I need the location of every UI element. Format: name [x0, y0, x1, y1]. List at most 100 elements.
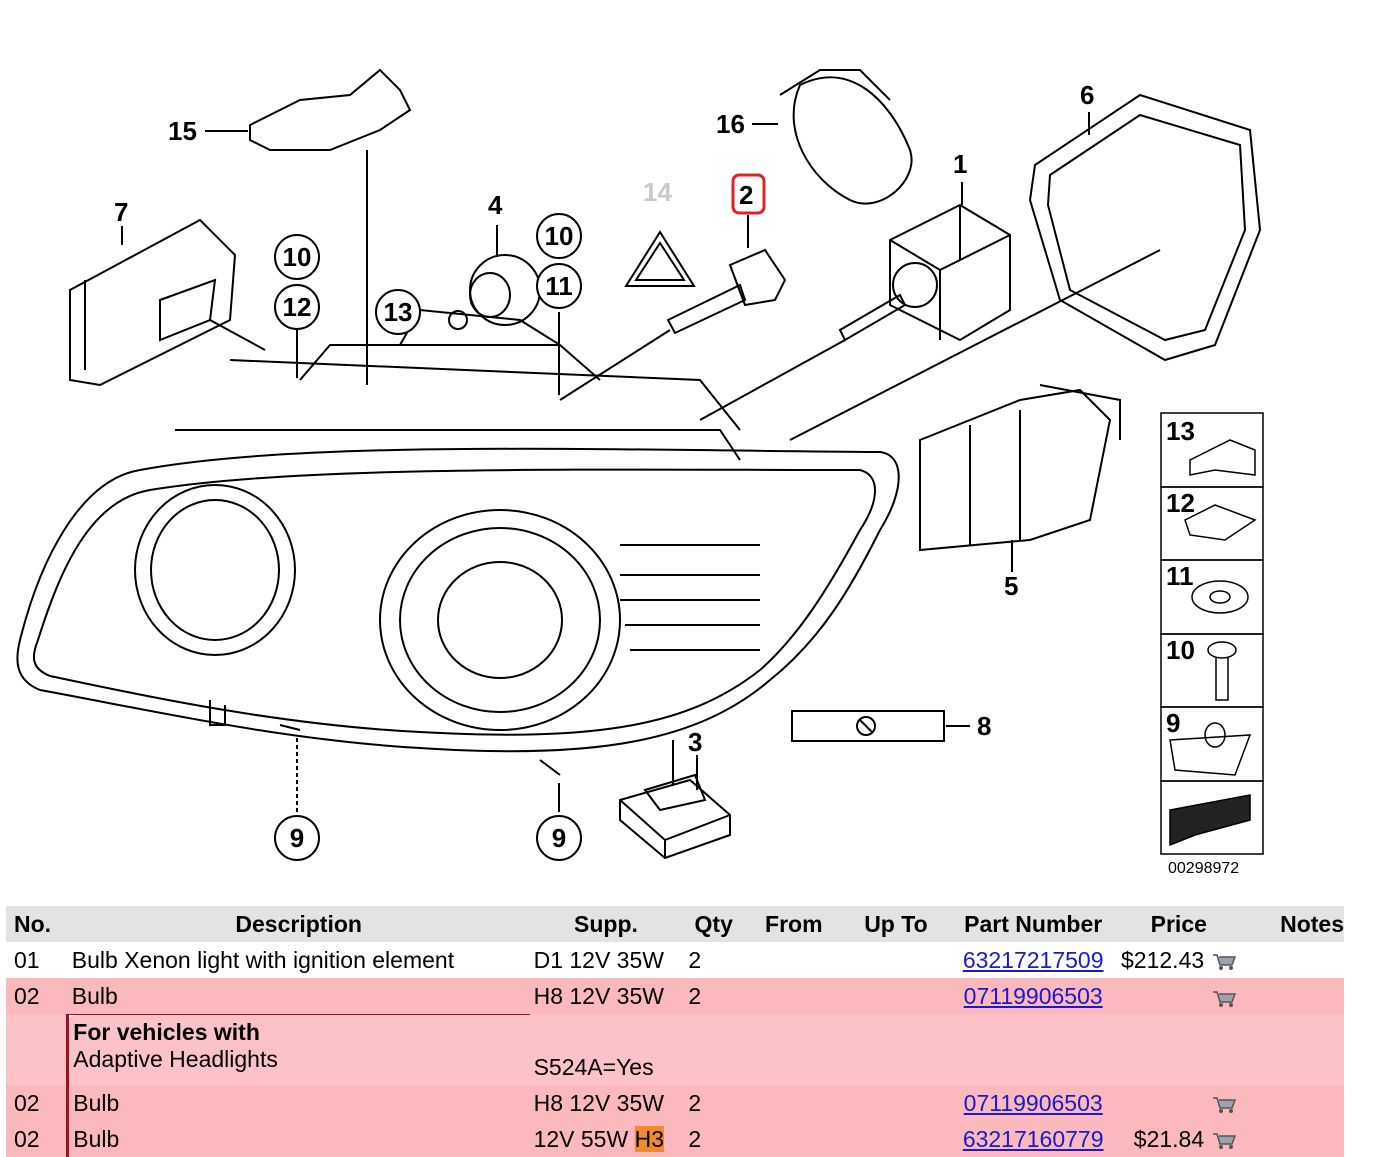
svg-text:2: 2	[739, 180, 753, 210]
row-price: $212.43	[1117, 942, 1241, 978]
legend-13: 13	[1166, 416, 1195, 446]
row-up-to	[843, 942, 950, 978]
svg-text:10: 10	[545, 221, 574, 251]
part-7-control-unit	[69, 218, 266, 387]
row-notes	[1240, 1085, 1344, 1121]
row-description: Bulb	[67, 978, 530, 1015]
row-up-to	[842, 1121, 950, 1157]
row-notes	[1240, 1121, 1344, 1157]
callout-14: 14	[643, 177, 672, 207]
part-1-xenon-bulb	[699, 182, 1011, 421]
part-2-bulb	[559, 215, 787, 401]
legend-9: 9	[1166, 708, 1180, 738]
callout-circle-12: 12	[274, 284, 320, 330]
part-4-bulb	[448, 225, 541, 330]
col-up-to: Up To	[842, 906, 950, 942]
row-qty: 2	[682, 978, 746, 1015]
callout-1: 1	[953, 149, 967, 179]
row-description: Bulb	[66, 1121, 530, 1157]
callout-circle-13: 13	[375, 289, 421, 335]
row-no: 02	[6, 1085, 68, 1121]
row-up-to	[842, 1014, 950, 1085]
col-from: From	[745, 906, 843, 942]
part-8-label	[791, 710, 970, 742]
legend-12: 12	[1166, 488, 1195, 518]
row-no: 02	[6, 1121, 68, 1157]
row-from	[745, 978, 843, 1015]
row-notes	[1240, 1014, 1344, 1085]
part-number-link[interactable]: 63217160779	[962, 1125, 1104, 1152]
cart-icon[interactable]	[1211, 988, 1237, 1008]
small-parts-legend	[1160, 412, 1264, 855]
row-notes	[1240, 978, 1344, 1015]
callout-circle-9-left: 9	[274, 815, 320, 861]
callout-circle-10: 10	[274, 234, 320, 280]
table-header: No. Description Supp. Qty From Up To Par…	[6, 906, 1344, 942]
part-16-cap	[752, 69, 913, 205]
row-from	[745, 1085, 843, 1121]
svg-text:10: 10	[283, 242, 312, 272]
part-number-link[interactable]: 07119906503	[963, 982, 1103, 1009]
callout-circle-9-right: 9	[536, 815, 582, 861]
row-qty: 2	[682, 1085, 746, 1121]
row-supp: H8 12V 35W	[529, 1085, 683, 1121]
cart-icon[interactable]	[1211, 951, 1237, 971]
svg-text:13: 13	[384, 297, 413, 327]
note-text: Adaptive Headlights	[73, 1046, 278, 1072]
row-no	[6, 1014, 68, 1085]
row-price	[1117, 978, 1241, 1015]
part-number-link[interactable]: 63217217509	[962, 946, 1104, 973]
headlight-assembly	[16, 308, 900, 776]
col-description: Description	[67, 906, 530, 942]
col-notes: Notes	[1240, 906, 1344, 942]
legend-11: 11	[1166, 561, 1194, 591]
row-qty	[682, 1014, 746, 1085]
row-no: 01	[14, 946, 40, 973]
col-supp: Supp.	[529, 906, 683, 942]
row-supp: S524A=Yes	[529, 1014, 683, 1085]
row-from	[745, 942, 842, 978]
row-part	[949, 1014, 1118, 1085]
legend-10: 10	[1166, 635, 1195, 665]
part-6-gasket	[789, 93, 1262, 441]
callout-15: 15	[168, 116, 197, 146]
row-qty: 2	[688, 946, 702, 973]
callout-3: 3	[688, 727, 702, 757]
callout-2-highlighted[interactable]: 2	[731, 173, 766, 215]
col-no: No.	[6, 906, 68, 942]
row-price: $21.84	[1117, 1121, 1241, 1157]
part-3-control-unit	[619, 740, 731, 860]
row-notes	[1241, 942, 1344, 978]
callout-circle-10-top: 10	[536, 213, 582, 259]
cart-icon[interactable]	[1211, 1094, 1237, 1114]
row-description: Bulb Xenon light with ignition element	[71, 946, 455, 973]
part-number-link[interactable]: 07119906503	[963, 1089, 1103, 1116]
row-up-to	[842, 1085, 950, 1121]
parts-table: No. Description Supp. Qty From Up To Par…	[6, 906, 1344, 1157]
diagram-number: 00298972	[1168, 860, 1239, 877]
callout-8: 8	[977, 711, 991, 741]
search-highlight: H3	[634, 1125, 664, 1152]
row-price	[1117, 1085, 1241, 1121]
row-up-to	[842, 978, 950, 1015]
table-row: 01 Bulb Xenon light with ignition elemen…	[6, 942, 1344, 978]
part-5-module	[919, 384, 1121, 572]
row-price	[1117, 1014, 1241, 1085]
svg-text:12: 12	[283, 292, 312, 322]
col-qty: Qty	[682, 906, 746, 942]
callout-circle-11: 11	[536, 263, 582, 309]
row-supp: 12V 55W H3	[529, 1121, 683, 1157]
svg-text:9: 9	[552, 823, 566, 853]
parts-diagram: 15 16 7 4 14 1 6 5 8 3 2 10 11 10 12 13 …	[16, 68, 1264, 877]
row-supp: D1 12V 35W	[533, 946, 664, 973]
row-qty: 2	[682, 1121, 746, 1157]
table-row: 02 Bulb 12V 55W H3 2 63217160779 $21.84	[6, 1121, 1344, 1157]
row-no: 02	[6, 978, 68, 1015]
row-description: Bulb	[66, 1085, 530, 1121]
part-14-warning-label	[624, 230, 696, 287]
callout-6: 6	[1080, 80, 1094, 110]
cart-icon[interactable]	[1211, 1130, 1237, 1150]
callout-4: 4	[488, 190, 503, 220]
